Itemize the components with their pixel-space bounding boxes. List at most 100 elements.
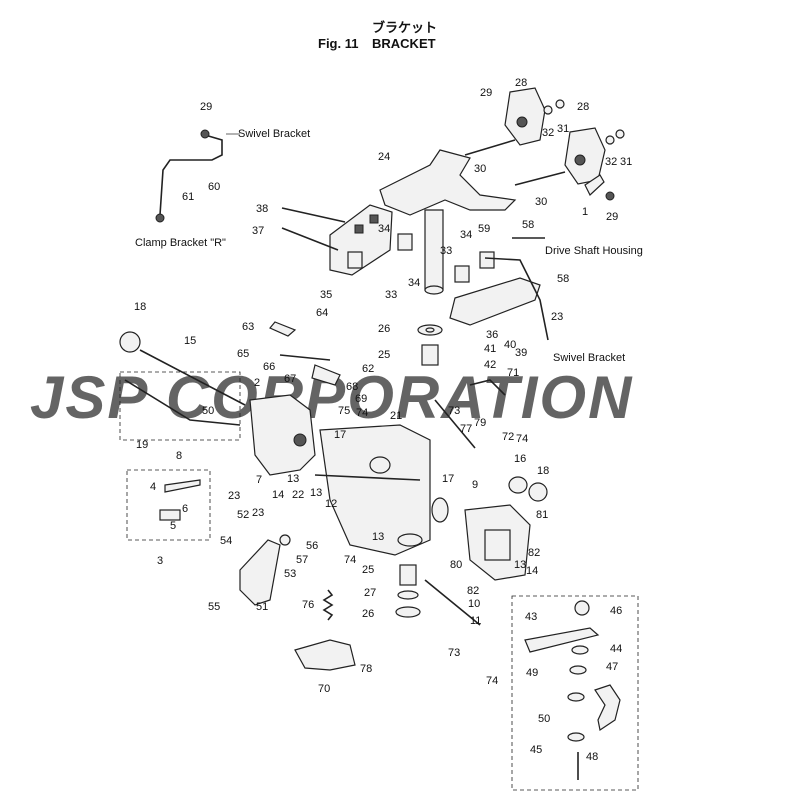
callout-34: 34 xyxy=(460,229,472,241)
callout-33: 33 xyxy=(385,289,397,301)
callout-29: 29 xyxy=(480,87,492,99)
callout-52: 52 xyxy=(237,509,249,521)
callout-71: 71 xyxy=(507,367,519,379)
label-clamp-bracket-r: Clamp Bracket "R" xyxy=(135,237,226,249)
callout-50: 50 xyxy=(538,713,550,725)
callout-50: 50 xyxy=(202,405,214,417)
callout-54: 54 xyxy=(220,535,232,547)
callout-57: 57 xyxy=(296,554,308,566)
callout-37: 37 xyxy=(252,225,264,237)
figure-number: Fig. 11 xyxy=(318,36,358,51)
callout-24: 24 xyxy=(378,151,390,163)
callout-46: 46 xyxy=(610,605,622,617)
callout-30: 30 xyxy=(535,196,547,208)
callout-32: 32 xyxy=(542,127,554,139)
callout-25: 25 xyxy=(362,564,374,576)
bushing-25a xyxy=(421,344,439,366)
callout-34: 34 xyxy=(408,277,420,289)
callout-19: 19 xyxy=(136,439,148,451)
callout-82: 82 xyxy=(528,547,540,559)
callout-53: 53 xyxy=(284,568,296,580)
steering-bracket xyxy=(379,149,517,216)
hose-fitting-bottom xyxy=(155,213,165,223)
callout-11: 11 xyxy=(470,615,481,627)
callout-9: 9 xyxy=(472,479,478,491)
callout-7: 7 xyxy=(256,474,262,486)
callout-17: 17 xyxy=(334,429,346,441)
clamp-bracket-left xyxy=(249,394,316,476)
group-box-19 xyxy=(119,371,241,441)
callout-25: 25 xyxy=(378,349,390,361)
callout-72: 72 xyxy=(502,431,514,443)
callout-16: 16 xyxy=(514,453,526,465)
callout-68: 68 xyxy=(346,381,358,393)
callout-78: 78 xyxy=(360,663,372,675)
callout-28: 28 xyxy=(515,77,527,89)
callout-75: 75 xyxy=(338,405,350,417)
callout-80: 80 xyxy=(450,559,462,571)
callout-17: 17 xyxy=(442,473,454,485)
callout-48: 48 xyxy=(586,751,598,763)
callout-2: 2 xyxy=(254,377,260,389)
callout-79: 79 xyxy=(474,417,486,429)
grease-hose xyxy=(159,134,223,216)
callout-22: 22 xyxy=(292,489,304,501)
callout-29: 29 xyxy=(200,101,212,113)
callout-21: 21 xyxy=(390,410,402,422)
callout-13: 13 xyxy=(372,531,384,543)
callout-35: 35 xyxy=(320,289,332,301)
callout-26: 26 xyxy=(378,323,390,335)
callout-33: 33 xyxy=(440,245,452,257)
callout-34: 34 xyxy=(378,223,390,235)
callout-3: 3 xyxy=(157,555,163,567)
callout-31: 31 xyxy=(557,123,569,135)
hose-fitting-top xyxy=(200,129,210,139)
callout-65: 65 xyxy=(237,348,249,360)
callout-82: 82 xyxy=(467,585,479,597)
swivel-bracket-main xyxy=(319,424,431,556)
callout-31: 31 xyxy=(620,156,632,168)
callout-61: 61 xyxy=(182,191,194,203)
label-swivel-bracket-top: Swivel Bracket xyxy=(238,128,310,140)
callout-6: 6 xyxy=(182,503,188,515)
callout-27: 27 xyxy=(364,587,376,599)
callouts: 29 60 61 28 29 32 31 28 32 31 30 30 1 29… xyxy=(134,77,632,763)
callout-51: 51 xyxy=(256,601,268,613)
callout-60: 60 xyxy=(208,181,220,193)
callout-74: 74 xyxy=(486,675,498,687)
callout-32: 32 xyxy=(605,156,617,168)
pad-34a xyxy=(397,233,413,251)
callout-43: 43 xyxy=(525,611,537,623)
callout-62: 62 xyxy=(362,363,374,375)
group-box-3 xyxy=(126,469,211,541)
callout-5: 5 xyxy=(170,520,176,532)
nut-18a xyxy=(119,331,141,353)
callout-58: 58 xyxy=(557,273,569,285)
callout-14: 14 xyxy=(272,489,284,501)
callout-42: 42 xyxy=(484,359,496,371)
callout-23: 23 xyxy=(228,490,240,502)
part-shapes xyxy=(119,87,639,791)
callout-8: 8 xyxy=(176,450,182,462)
bushing-25b xyxy=(399,564,417,586)
callout-23: 23 xyxy=(551,311,563,323)
callout-12: 12 xyxy=(325,498,337,510)
tilt-lever xyxy=(239,539,281,606)
pad-33b xyxy=(454,265,470,283)
callout-67: 67 xyxy=(284,373,296,385)
pad-34b xyxy=(479,251,495,269)
callout-29: 29 xyxy=(606,211,618,223)
callout-63: 63 xyxy=(242,321,254,333)
title-japanese: ブラケット xyxy=(372,20,437,35)
callout-66: 66 xyxy=(263,361,275,373)
callout-40: 40 xyxy=(504,339,516,351)
callout-76: 76 xyxy=(302,599,314,611)
callout-55: 55 xyxy=(208,601,220,613)
callout-36: 36 xyxy=(486,329,498,341)
callout-74: 74 xyxy=(516,433,528,445)
callout-1: 1 xyxy=(582,206,588,218)
callout-10: 10 xyxy=(468,598,480,610)
callout-81: 81 xyxy=(536,509,548,521)
callout-74: 74 xyxy=(356,407,368,419)
